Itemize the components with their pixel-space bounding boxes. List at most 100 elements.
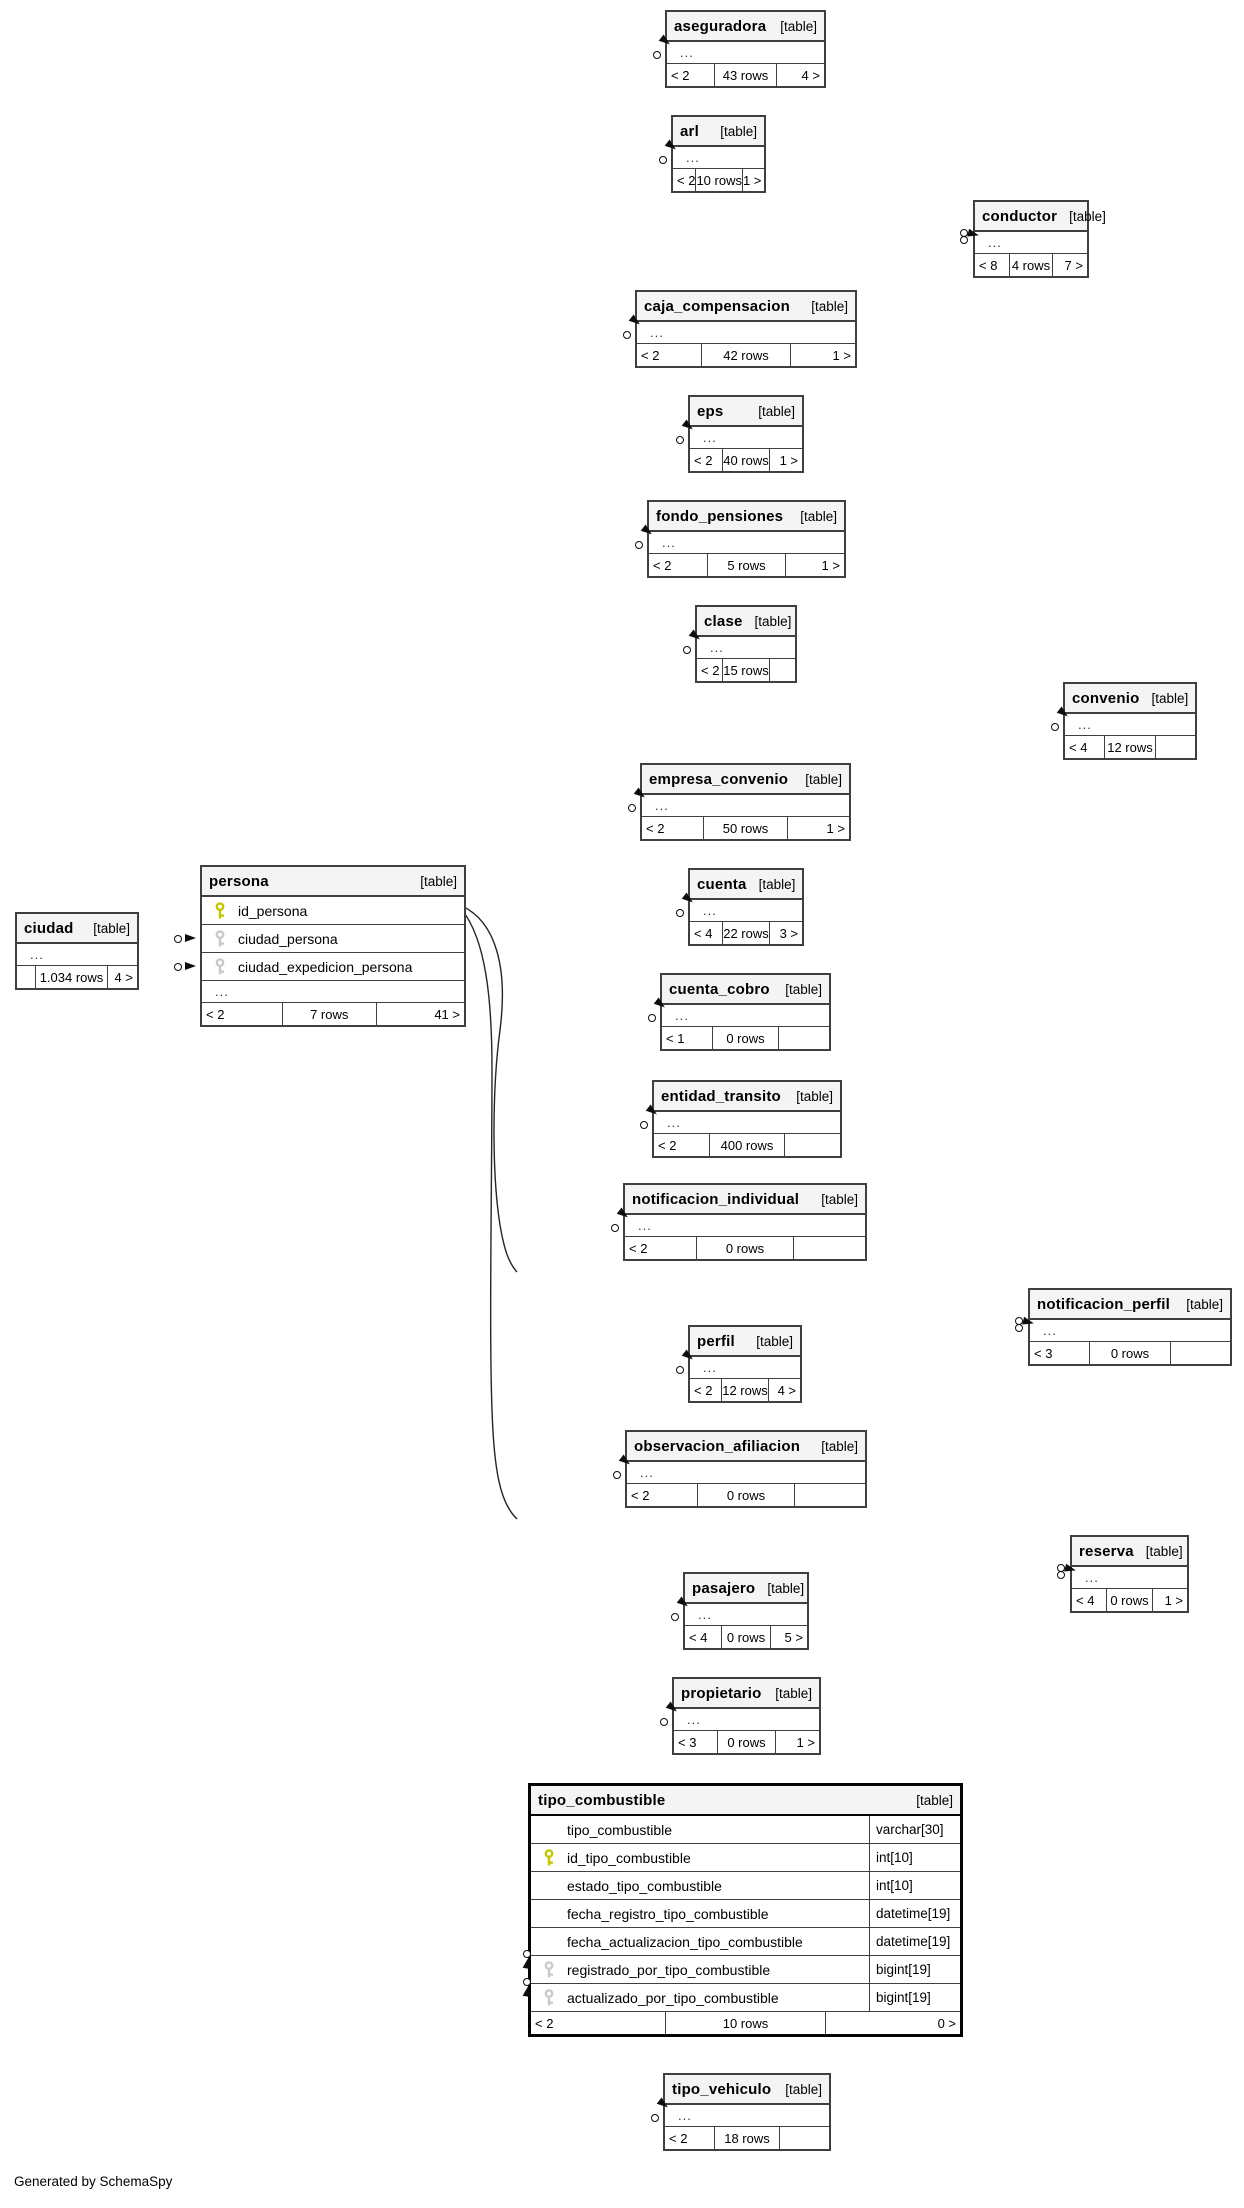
primary-key-icon [214, 901, 227, 920]
table-footer: < 2 10 rows 0 > [531, 2012, 960, 2034]
footer-outgoing-count [783, 1134, 840, 1156]
table-type-tag: [table] [720, 123, 757, 139]
table-header: ciudad [table] [17, 914, 137, 944]
footer-outgoing-count: 0 > [825, 2012, 960, 2034]
table-name: caja_compensacion [644, 297, 790, 315]
table-header: arl [table] [673, 117, 764, 147]
column-name: fecha_registro_tipo_combustible [567, 1905, 769, 1922]
table-reserva[interactable]: reserva [table] ... < 4 0 rows 1 > [1057, 1535, 1189, 1613]
zero-or-one-circle-icon [659, 156, 667, 164]
foreign-key-icon [544, 1960, 554, 1977]
table-tipo_combustible[interactable]: tipo_combustible [table] tipo_combustibl… [522, 1783, 963, 2037]
table-type-tag: [table] [800, 508, 837, 524]
table-footer: < 3 0 rows [1030, 1342, 1230, 1364]
table-eps[interactable]: eps [table] ... < 2 40 rows 1 > [676, 395, 804, 473]
schemaspy-credit: Generated by SchemaSpy [14, 2174, 173, 2189]
footer-row-count: 0 rows [697, 1484, 794, 1506]
crow-foot-arrow-icon [681, 1349, 696, 1363]
footer-row-count: 0 rows [711, 1027, 779, 1049]
table-propietario[interactable]: propietario [table] ... < 3 0 rows 1 > [660, 1677, 821, 1755]
footer-incoming-count: < 2 [694, 452, 713, 468]
table-type-tag: [table] [1186, 1296, 1223, 1312]
footer-outgoing-count: 4 > [776, 64, 824, 86]
relationship-connector-single [1051, 706, 1077, 736]
table-observacion_afiliacion[interactable]: observacion_afiliacion [table] ... < 2 0… [613, 1430, 867, 1508]
footer-incoming-count: < 2 [669, 2130, 688, 2146]
crow-foot-arrow-icon [628, 314, 643, 328]
edge-persona-1 [461, 905, 518, 1273]
footer-outgoing-count [778, 1027, 829, 1049]
footer-outgoing-count: 1 > [774, 1731, 819, 1753]
collapsed-columns-ellipsis: ... [1030, 1320, 1230, 1342]
zero-or-one-circle-icon [635, 541, 643, 549]
footer-row-count: 15 rows [722, 659, 769, 681]
table-type-tag: [table] [821, 1438, 858, 1454]
table-header: conductor [table] [975, 202, 1106, 232]
table-footer: < 4 0 rows 5 > [685, 1626, 807, 1648]
table-entidad_transito[interactable]: entidad_transito [table] ... < 2 400 row… [640, 1080, 842, 1158]
footer-row-count: 400 rows [709, 1134, 784, 1156]
footer-row-count: 22 rows [722, 922, 769, 944]
table-aseguradora[interactable]: aseguradora [table] ... < 2 43 rows 4 > [653, 10, 826, 88]
column-name: id_tipo_combustible [567, 1849, 691, 1866]
table-notificacion_individual[interactable]: notificacion_individual [table] ... < 2 … [611, 1183, 867, 1261]
footer-incoming-count: < 2 [671, 67, 690, 83]
table-fondo_pensiones[interactable]: fondo_pensiones [table] ... < 2 5 rows 1… [635, 500, 846, 578]
table-clase[interactable]: clase [table] ... < 2 15 rows [683, 605, 797, 683]
table-ciudad[interactable]: ciudad [table] ... 1.034 rows 4 > [15, 912, 139, 990]
crow-foot-arrow-icon [640, 524, 655, 538]
table-header: propietario [table] [674, 1679, 819, 1709]
table-footer: < 2 10 rows 1 > [673, 169, 764, 191]
column-name: fecha_actualizacion_tipo_combustible [567, 1933, 803, 1950]
collapsed-columns-ellipsis: ... [685, 1604, 807, 1626]
table-footer: < 2 50 rows 1 > [642, 817, 849, 839]
table-type-tag: [table] [785, 981, 822, 997]
footer-outgoing-count: 1 > [768, 449, 802, 471]
footer-row-count: 10 rows [695, 169, 742, 191]
table-type-tag: [table] [780, 18, 817, 34]
table-pasajero[interactable]: pasajero [table] ... < 4 0 rows 5 > [671, 1572, 809, 1650]
table-perfil[interactable]: perfil [table] ... < 2 12 rows 4 > [676, 1325, 802, 1403]
zero-or-one-circle-icon [640, 1121, 648, 1129]
foreign-key-icon [215, 957, 225, 974]
table-name: fondo_pensiones [656, 507, 784, 525]
table-arl[interactable]: arl [table] ... < 2 10 rows 1 > [659, 115, 766, 193]
column-name: actualizado_por_tipo_combustible [567, 1989, 779, 2006]
crow-foot-arrow-icon [676, 1596, 691, 1610]
crow-foot-arrow-icon [681, 892, 696, 906]
collapsed-columns-ellipsis: ... [673, 147, 764, 169]
relationship-connector-single [648, 997, 674, 1027]
table-notificacion_perfil[interactable]: notificacion_perfil [table] ... < 3 0 ro… [1015, 1288, 1232, 1366]
table-type-tag: [table] [775, 1685, 812, 1701]
footer-outgoing-count [793, 1484, 865, 1506]
crow-foot-arrow-icon [618, 1454, 633, 1468]
table-name: perfil [697, 1332, 735, 1350]
footer-incoming-count: < 4 [1076, 1592, 1095, 1608]
zero-or-one-circle-icon [523, 1978, 531, 1986]
footer-row-count: 7 rows [281, 1003, 376, 1025]
footer-incoming-count: < 2 [658, 1137, 677, 1153]
table-conductor[interactable]: conductor [table] ... < 8 4 rows 7 > [960, 200, 1106, 278]
footer-incoming-count: < 2 [653, 557, 672, 573]
table-type-tag: [table] [93, 920, 130, 936]
table-header: cuenta [table] [690, 870, 802, 900]
table-empresa_convenio[interactable]: empresa_convenio [table] ... < 2 50 rows… [628, 763, 851, 841]
crow-foot-arrow-icon [658, 34, 673, 48]
table-footer: < 1 0 rows [662, 1027, 829, 1049]
table-name: propietario [681, 1684, 762, 1702]
table-cuenta[interactable]: cuenta [table] ... < 4 22 rows 3 > [676, 868, 804, 946]
table-caja_compensacion[interactable]: caja_compensacion [table] ... < 2 42 row… [623, 290, 857, 368]
footer-row-count: 0 rows [1106, 1589, 1151, 1611]
table-type-tag: [table] [1069, 208, 1106, 224]
table-cuenta_cobro[interactable]: cuenta_cobro [table] ... < 1 0 rows [648, 973, 831, 1051]
table-tipo_vehiculo[interactable]: tipo_vehiculo [table] ... < 2 18 rows [651, 2073, 831, 2151]
footer-outgoing-count: 4 > [767, 1379, 800, 1401]
collapsed-columns-ellipsis: ... [202, 981, 464, 1003]
table-convenio[interactable]: convenio [table] ... < 4 12 rows [1051, 682, 1197, 760]
crow-foot-arrow-icon [681, 419, 696, 433]
footer-outgoing-count: 1 > [789, 344, 855, 366]
